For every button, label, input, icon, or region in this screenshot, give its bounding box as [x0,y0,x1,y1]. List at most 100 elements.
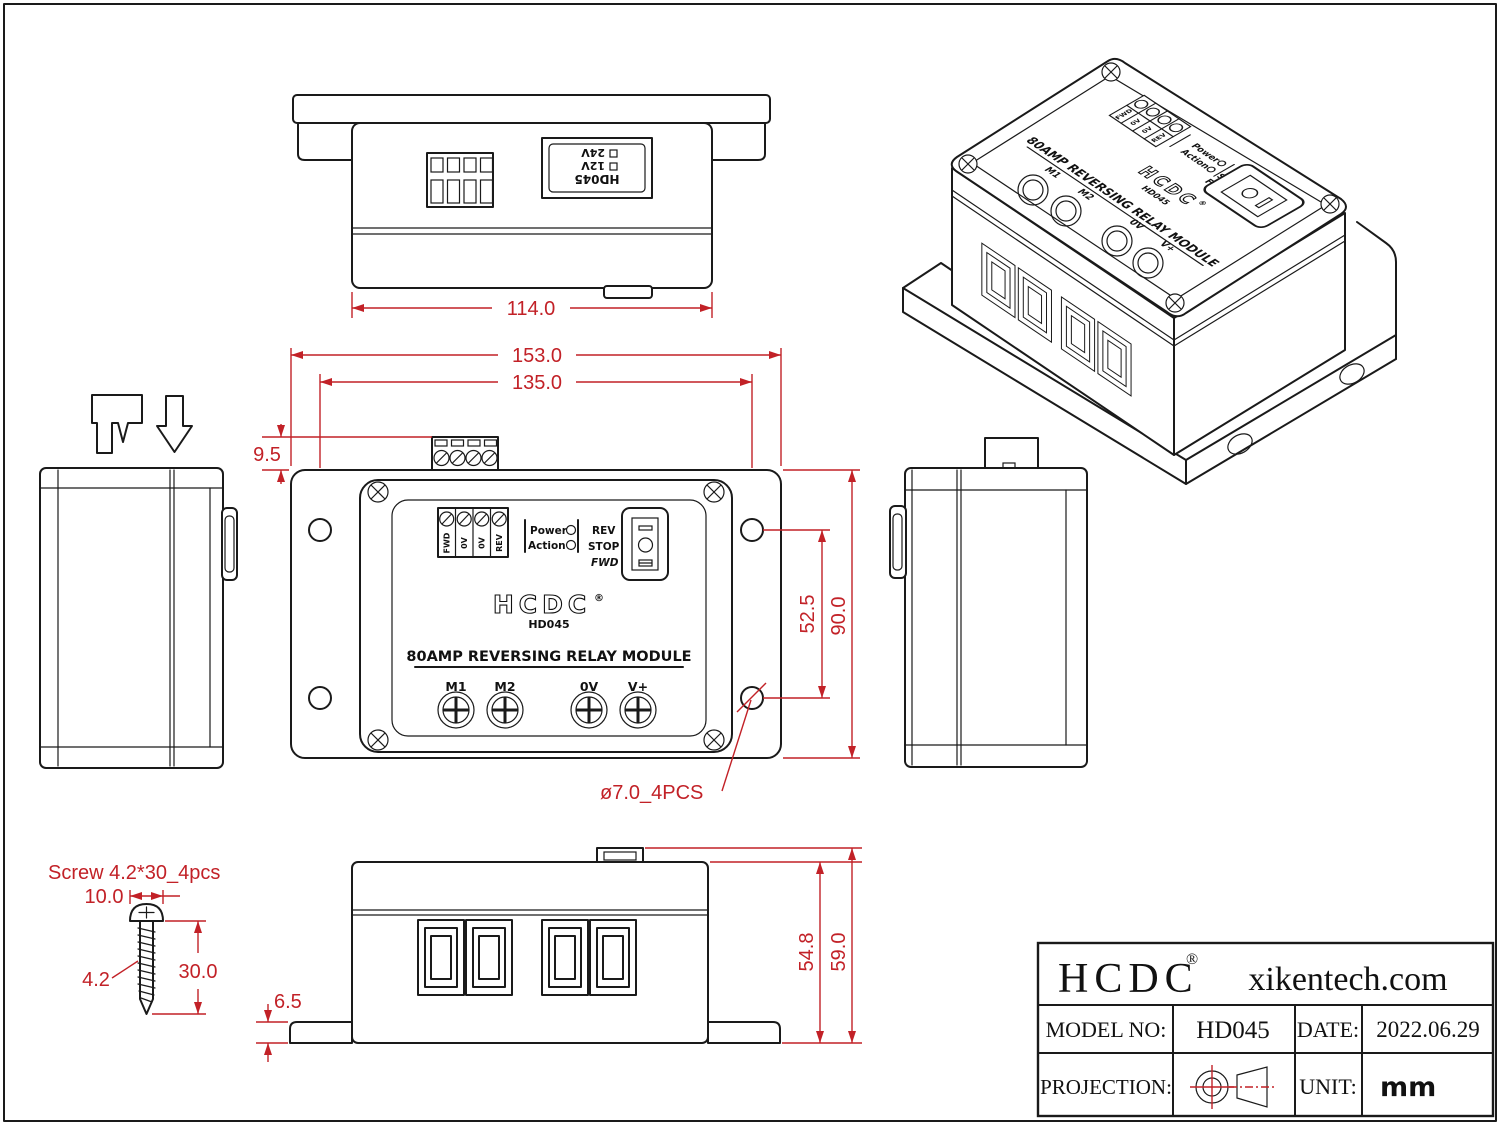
label-24v: 24V [581,146,605,159]
svg-text:0V: 0V [460,536,469,549]
title-block-brand: HCDC [1058,956,1199,1002]
svg-text:®: ® [1195,199,1209,208]
top-connector [426,152,494,208]
action-led-icon [565,539,577,551]
front-top-connector [431,436,499,471]
dim-screw-head: 10.0 [85,886,180,908]
dim-hole-span-x: 135.0 [319,372,753,468]
iso-power-terminals: M1 M2 0V V+ [1017,166,1178,279]
svg-text:52.5: 52.5 [797,595,819,634]
side-switch-bump [221,507,238,581]
svg-text:M1: M1 [445,679,466,694]
switch-pos-rev: REV [592,525,616,537]
led-legend: Power Action REV STOP FWD [524,519,620,569]
terminal-screw-icon [437,691,475,729]
screw-note: Screw 4.2*30_4pcs [48,862,220,884]
dim-overall-width: 153.0 [290,345,782,466]
isometric-view: FWD 0V 0V REV Power Action REV STOP FWD … [902,57,1397,485]
iso-rocker-switch[interactable] [1201,163,1307,230]
iso-signal-block: FWD 0V 0V REV [1108,94,1192,148]
date-label: DATE: [1297,1017,1359,1042]
power-terminals: M1 M2 0V V+ [437,679,657,729]
switch-pos-stop: STOP [588,541,620,553]
svg-text:REV: REV [495,533,504,552]
mount-hole-bottom-left [308,686,332,710]
svg-text:M2: M2 [494,679,515,694]
label-model: HD045 [574,172,619,186]
screw-icon [1101,62,1121,82]
dim-screw-length: 30.0 [152,920,217,1015]
led-action-label: Action [528,540,566,552]
model-label: MODEL NO: [1046,1017,1167,1042]
dim-flange-thickness: 6.5 [256,991,302,1062]
svg-text:59.0: 59.0 [828,933,850,972]
svg-text:0V: 0V [580,679,599,694]
left-flange [289,1021,353,1044]
screw-icon [367,729,389,751]
dim-overall-depth: 59.0 [645,847,862,1043]
voltage-label: HD045 12V 24V [541,137,653,199]
svg-text:10.0: 10.0 [85,886,124,908]
website: xikentech.com [1248,961,1447,998]
date-value: 2022.06.29 [1376,1017,1480,1042]
dim-screw-thread: 4.2 [82,960,139,991]
iso-terminal-openings [981,242,1132,397]
unit-label: UNIT: [1299,1074,1357,1099]
power-led-icon [565,524,577,536]
terminal-screw-icon [619,691,657,729]
svg-text:90.0: 90.0 [828,597,850,636]
screw-icon [1320,194,1340,214]
led-power-label: Power [530,525,568,537]
dim-overall-height: 90.0 [783,469,860,759]
screw-icon [958,154,978,174]
insert-arrow-icon [156,395,193,453]
svg-text:V+: V+ [628,679,648,694]
terminal-openings [417,919,637,996]
model-value: HD045 [1196,1017,1270,1044]
dim-body-depth: 54.8 [710,861,862,1044]
svg-text:153.0: 153.0 [512,345,562,367]
svg-text:4.2: 4.2 [82,969,110,991]
product-title: 80AMP REVERSING RELAY MODULE [406,649,691,665]
title-block: HCDC ® xikentech.com MODEL NO: HD045 DAT… [1036,941,1495,1118]
dim-top-width: 114.0 [351,292,713,320]
screw-icon [703,729,725,751]
front-view: FWD 0V 0V REV Power Action REV STOP FWD [253,345,860,804]
iso-top-face [950,57,1347,318]
model-text: HD045 [528,618,569,631]
svg-text:ø7.0_4PCS: ø7.0_4PCS [600,782,703,804]
projection-symbol-icon [1190,1065,1277,1109]
bottom-view: 54.8 59.0 6.5 [256,847,862,1062]
title-block-reg: ® [1186,951,1198,968]
screw-detail: Screw 4.2*30_4pcs 10.0 30.0 [48,862,220,1015]
screw-icon [703,481,725,503]
mount-hole-top-left [308,518,332,542]
mount-hole-bottom-right [740,686,764,710]
signal-terminal-block: FWD 0V 0V REV [437,507,509,558]
mounting-clip [91,394,143,454]
svg-text:0V: 0V [1141,126,1155,135]
switch-pos-fwd: FWD [591,557,619,569]
unit-value: mm [1380,1072,1436,1103]
iso-cover-screws [958,62,1340,313]
terminal-screw-icon [570,691,608,729]
mount-hole-top-right [740,518,764,542]
screw-icon [367,481,389,503]
left-side-view [39,394,238,769]
brand-logo: HCDC [493,590,591,619]
svg-text:0V: 0V [478,536,487,549]
cover-screws [367,481,725,751]
top-view: HD045 12V 24V 114.0 [292,94,771,320]
right-flange [707,1021,781,1044]
rocker-switch[interactable] [621,507,669,581]
svg-text:135.0: 135.0 [512,372,562,394]
svg-text:REV: REV [1150,132,1168,143]
brand-reg: ® [594,593,604,604]
right-side-view [889,437,1088,768]
svg-text:9.5: 9.5 [253,444,281,466]
svg-text:6.5: 6.5 [274,991,302,1013]
svg-text:114.0: 114.0 [507,298,556,320]
drawing-border [3,3,1497,1122]
